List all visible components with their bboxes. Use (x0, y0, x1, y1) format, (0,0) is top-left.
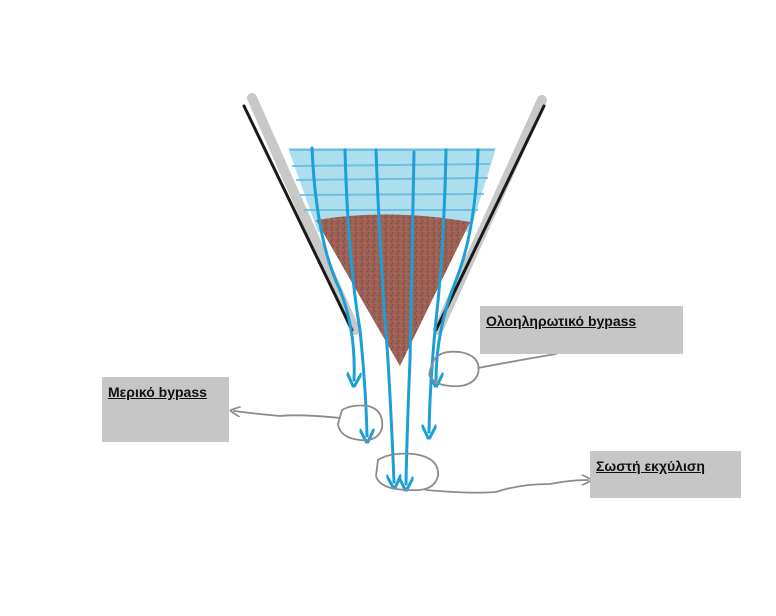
full-bypass-label: Ολοηληρωτικό bypass (486, 313, 637, 329)
circle-partial-bypass (337, 404, 384, 442)
annotation-circles (337, 350, 480, 492)
flow-arrows (310, 146, 480, 484)
connector-correct-extraction (425, 480, 588, 494)
annotation-connectors (234, 353, 588, 494)
circle-full-bypass (428, 350, 480, 388)
water-lines (290, 149, 494, 211)
connector-full-bypass (477, 353, 557, 369)
partial-bypass-label-box: Μερικό bypass (102, 377, 229, 442)
correct-extraction-label-box: Σωστή εκχύλιση (590, 451, 741, 498)
flow-arrow-1 (310, 146, 354, 380)
coffee-bed (316, 214, 470, 366)
filter-wall-right (434, 104, 546, 332)
circle-correct-extraction (375, 452, 439, 492)
flow-arrow-5 (429, 148, 448, 432)
partial-bypass-label: Μερικό bypass (108, 384, 207, 400)
filter-wall-left (242, 104, 354, 332)
flow-arrow-4 (406, 150, 416, 484)
flow-arrow-6 (436, 148, 480, 380)
connector-partial-bypass (234, 411, 341, 419)
full-bypass-label-box: Ολοηληρωτικό bypass (480, 306, 683, 354)
flow-arrow-3 (374, 148, 394, 482)
correct-extraction-label: Σωστή εκχύλιση (596, 458, 705, 474)
flow-arrow-2 (343, 148, 367, 436)
